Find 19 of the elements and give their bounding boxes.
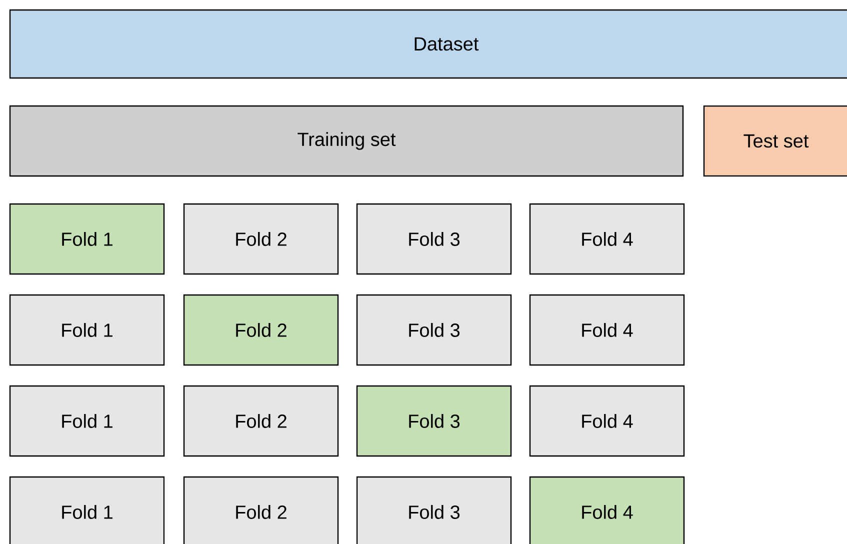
test-set-box: Test set — [703, 105, 847, 177]
fold-box: Fold 2 — [183, 294, 339, 366]
fold-box: Fold 3 — [356, 476, 512, 544]
fold-box: Fold 4 — [529, 294, 685, 366]
fold-box: Fold 3 — [356, 294, 512, 366]
fold-box: Fold 1 — [9, 294, 165, 366]
fold-box: Fold 4 — [529, 203, 685, 275]
fold-box: Fold 3 — [356, 203, 512, 275]
fold-box: Fold 1 — [9, 476, 165, 544]
fold-box: Fold 4 — [529, 476, 685, 544]
training-set-bar: Training set — [9, 105, 684, 177]
fold-box: Fold 1 — [9, 203, 165, 275]
dataset-bar: Dataset — [9, 9, 847, 79]
fold-box: Fold 2 — [183, 476, 339, 544]
fold-box: Fold 4 — [529, 385, 685, 457]
fold-box: Fold 2 — [183, 203, 339, 275]
fold-box: Fold 1 — [9, 385, 165, 457]
fold-box: Fold 2 — [183, 385, 339, 457]
fold-box: Fold 3 — [356, 385, 512, 457]
